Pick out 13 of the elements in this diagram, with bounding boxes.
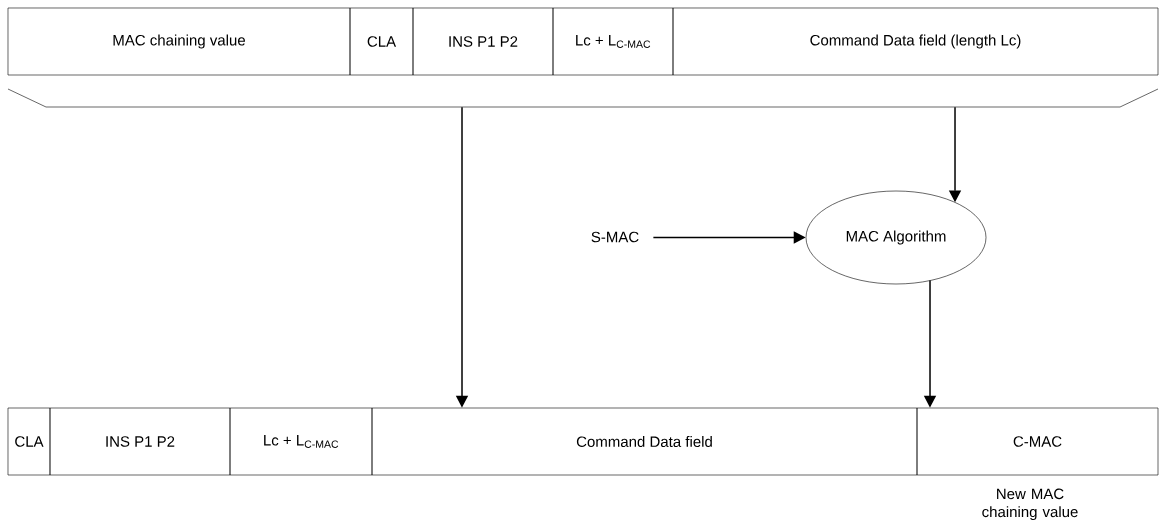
field-cell: MAC chaining value [7, 7, 351, 76]
node-caption: New MAC chaining value [982, 488, 1078, 521]
field-cell: Command Data field [371, 407, 918, 476]
field-cell: Lc + L$_{C-MAC}$ [552, 7, 674, 76]
field-cell: C-MAC [916, 407, 1159, 476]
field-cell: INS P1 P2 [412, 7, 554, 76]
field-cell: CLA [7, 407, 51, 476]
input-label: S-MAC [591, 231, 639, 243]
field-cell: CLA [349, 7, 414, 76]
bracket [7, 88, 1159, 108]
field-cell: Command Data field (length Lc) [672, 7, 1159, 76]
field-cell: INS P1 P2 [49, 407, 231, 476]
field-cell: Lc + L$_{C-MAC}$ [229, 407, 373, 476]
